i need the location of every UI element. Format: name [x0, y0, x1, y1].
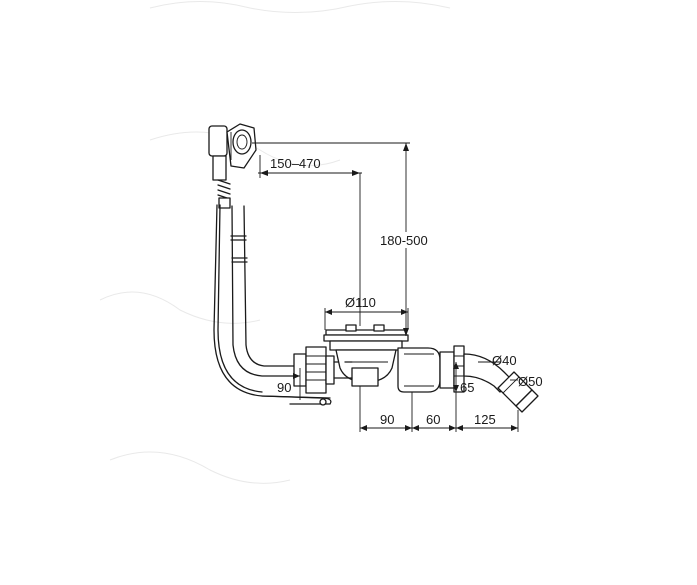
dim-bottom-3-label: 125 — [474, 412, 496, 427]
overflow-pipe — [213, 204, 332, 406]
dim-outlet-inner-label: Ø40 — [492, 353, 517, 368]
drain-body — [323, 324, 441, 393]
dim-bottom-1-label: 90 — [380, 412, 394, 427]
dim-bottom-2-label: 60 — [426, 412, 440, 427]
dim-overflow-label: 150–470 — [270, 156, 321, 171]
watermark — [99, 0, 451, 484]
dimension-outlet: Ø40 Ø50 — [478, 353, 543, 389]
dim-outlet-outer-label: Ø50 — [518, 374, 543, 389]
dimension-drain-diameter: Ø110 — [324, 295, 409, 330]
dimension-left-width: 90 — [262, 368, 301, 400]
dim-drain-label: Ø110 — [345, 295, 376, 310]
dimension-trap-height: 65 — [453, 362, 474, 432]
dim-trap-label: 65 — [460, 380, 474, 395]
dimension-overflow-span: 150–470 — [258, 155, 362, 326]
dimension-bottom: 90 60 125 — [359, 386, 519, 432]
overflow-head — [208, 123, 257, 209]
dimension-height: 180-500 — [252, 142, 438, 336]
dim-height-label: 180-500 — [380, 233, 428, 248]
dim-left-label: 90 — [277, 380, 291, 395]
